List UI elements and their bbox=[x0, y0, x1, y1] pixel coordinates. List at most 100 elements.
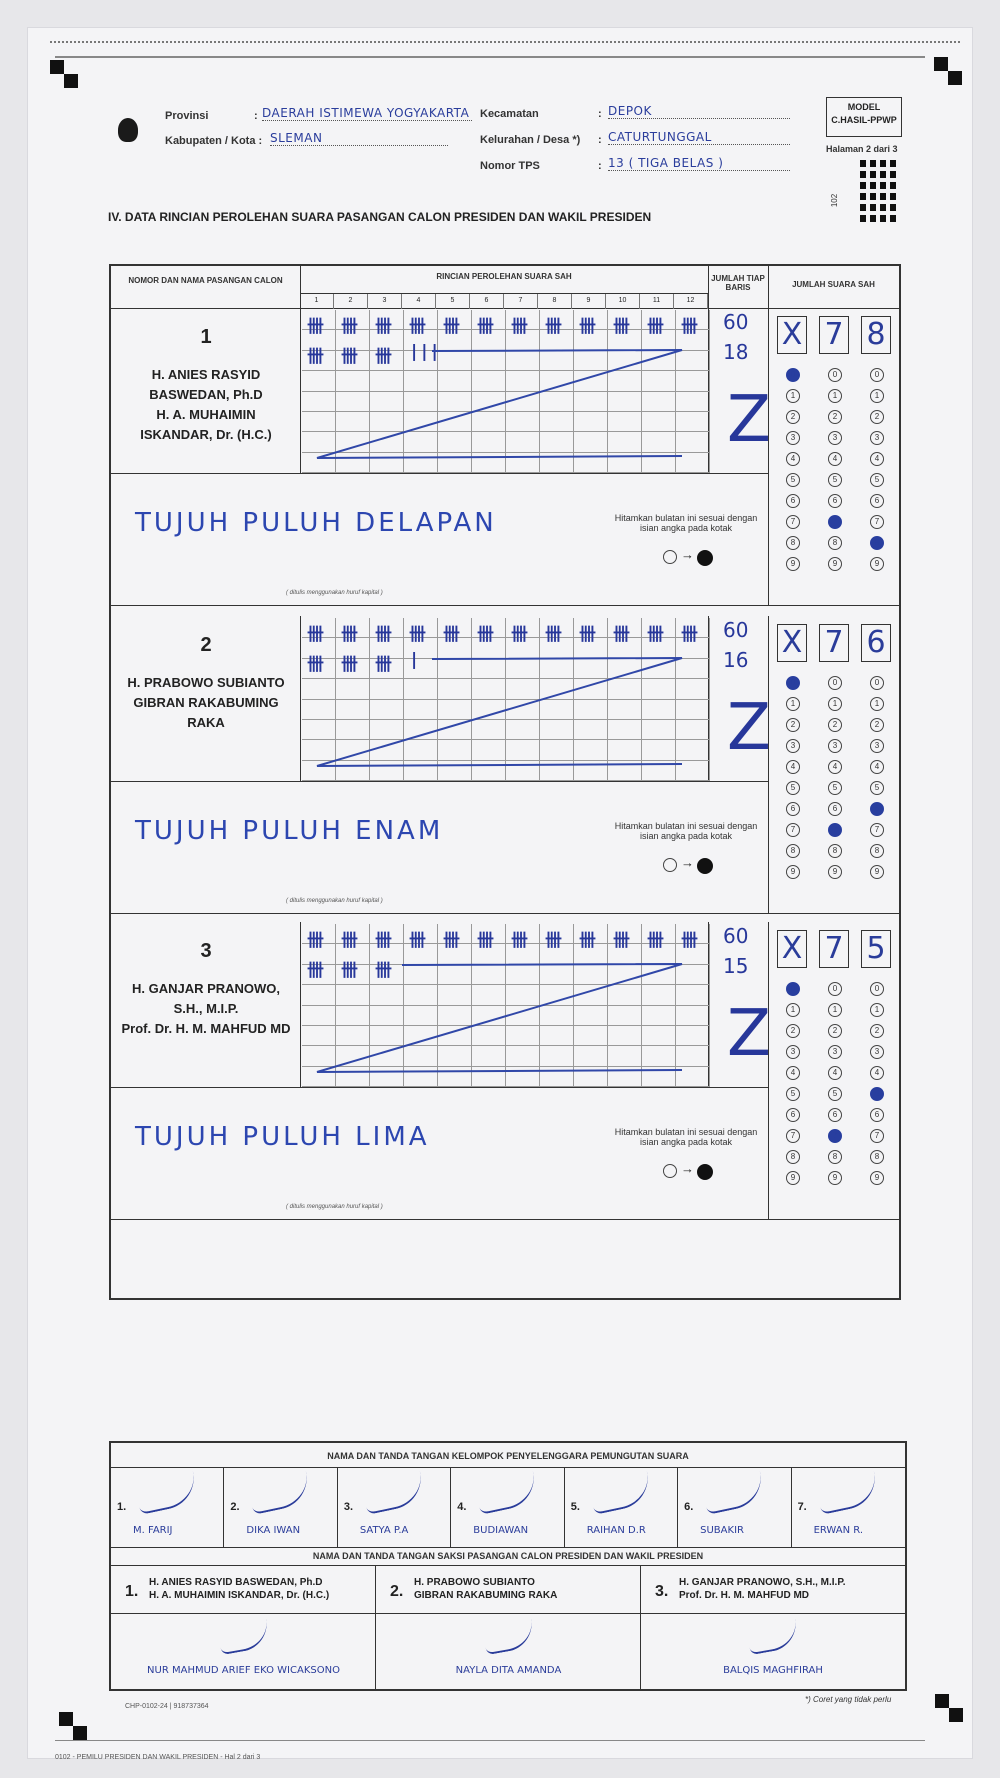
digit-bubble-filled[interactable]: 7 bbox=[828, 1129, 842, 1143]
digit-bubble[interactable]: 7 bbox=[870, 823, 884, 837]
tally-mark: 卌 bbox=[647, 625, 664, 645]
digit-bubble[interactable]: 3 bbox=[786, 1045, 800, 1059]
digit-bubble[interactable]: 8 bbox=[828, 844, 842, 858]
digit-bubble[interactable]: 1 bbox=[870, 697, 884, 711]
digit-bubble[interactable]: 1 bbox=[870, 389, 884, 403]
digit-bubble[interactable]: 2 bbox=[786, 1024, 800, 1038]
digit-bubble[interactable]: 8 bbox=[786, 536, 800, 550]
digit-bubble[interactable]: 5 bbox=[828, 473, 842, 487]
digit-bubble[interactable]: 8 bbox=[786, 1150, 800, 1164]
digit-bubble[interactable]: 5 bbox=[870, 781, 884, 795]
digit-bubble[interactable]: 7 bbox=[786, 823, 800, 837]
digit-bubble[interactable]: 0 bbox=[870, 676, 884, 690]
digit-bubble[interactable]: 8 bbox=[828, 536, 842, 550]
corner-marker-bottom-right bbox=[935, 1694, 963, 1722]
digit-bubble[interactable]: 3 bbox=[828, 1045, 842, 1059]
digit-bubble[interactable]: 1 bbox=[828, 1003, 842, 1017]
digit-bubble[interactable]: 9 bbox=[870, 1171, 884, 1185]
digit-bubble[interactable]: 8 bbox=[828, 1150, 842, 1164]
digit-bubble[interactable]: 3 bbox=[870, 739, 884, 753]
digit-bubble-filled[interactable]: 0 bbox=[786, 982, 800, 996]
digit-bubble[interactable]: 3 bbox=[870, 431, 884, 445]
example-filled-bubble bbox=[697, 1164, 713, 1180]
digit-bubble[interactable]: 1 bbox=[786, 1003, 800, 1017]
digit-bubble[interactable]: 9 bbox=[828, 557, 842, 571]
digit-bubble[interactable]: 9 bbox=[828, 1171, 842, 1185]
digit-bubble[interactable]: 6 bbox=[786, 802, 800, 816]
digit-bubble[interactable]: 4 bbox=[870, 452, 884, 466]
digit-bubble[interactable]: 2 bbox=[870, 718, 884, 732]
digit-bubble-filled[interactable]: 7 bbox=[828, 515, 842, 529]
digit-bubble[interactable]: 0 bbox=[828, 368, 842, 382]
digit-bubble[interactable]: 7 bbox=[786, 515, 800, 529]
digit-bubble[interactable]: 5 bbox=[828, 781, 842, 795]
digit-bubble[interactable]: 1 bbox=[786, 389, 800, 403]
digit-bubble[interactable]: 7 bbox=[870, 515, 884, 529]
digit-bubble[interactable]: 2 bbox=[786, 718, 800, 732]
digit-bubble[interactable]: 2 bbox=[870, 1024, 884, 1038]
digit-bubble[interactable]: 9 bbox=[870, 557, 884, 571]
digit-bubble[interactable]: 1 bbox=[870, 1003, 884, 1017]
digit-bubble[interactable]: 4 bbox=[786, 760, 800, 774]
digit-bubble[interactable]: 2 bbox=[786, 410, 800, 424]
digit-bubble[interactable]: 6 bbox=[786, 494, 800, 508]
digit-bubble[interactable]: 0 bbox=[828, 676, 842, 690]
digit-bubble[interactable]: 3 bbox=[786, 739, 800, 753]
digit-bubble[interactable]: 9 bbox=[870, 865, 884, 879]
digit-bubble[interactable]: 7 bbox=[786, 1129, 800, 1143]
digit-bubble[interactable]: 5 bbox=[786, 781, 800, 795]
digit-bubble[interactable]: 8 bbox=[786, 844, 800, 858]
digit-bubble-filled[interactable]: 0 bbox=[786, 676, 800, 690]
corner-marker-top-right bbox=[934, 57, 962, 85]
digit-bubble[interactable]: 1 bbox=[828, 389, 842, 403]
digit-bubble[interactable]: 2 bbox=[828, 1024, 842, 1038]
digit-bubble[interactable]: 5 bbox=[786, 1087, 800, 1101]
digit-bubble[interactable]: 3 bbox=[828, 739, 842, 753]
digit-bubble[interactable]: 4 bbox=[786, 1066, 800, 1080]
digit-bubble[interactable]: 4 bbox=[828, 452, 842, 466]
digit-bubble-filled[interactable]: 6 bbox=[870, 802, 884, 816]
digit-bubble[interactable]: 2 bbox=[870, 410, 884, 424]
capital-caption: ( ditulis menggunakan huruf kapital ) bbox=[286, 1204, 383, 1210]
digit-bubble[interactable]: 5 bbox=[786, 473, 800, 487]
digit-bubble[interactable]: 4 bbox=[870, 1066, 884, 1080]
digit-bubble-filled[interactable]: 5 bbox=[870, 1087, 884, 1101]
candidate-number: 2 bbox=[200, 634, 212, 656]
digit-bubble[interactable]: 0 bbox=[828, 982, 842, 996]
digit-bubble[interactable]: 6 bbox=[828, 494, 842, 508]
digit-bubble[interactable]: 5 bbox=[870, 473, 884, 487]
digit-bubble[interactable]: 7 bbox=[870, 1129, 884, 1143]
kpps-number: 6. bbox=[684, 1501, 694, 1513]
digit-bubble[interactable]: 8 bbox=[870, 844, 884, 858]
digit-bubble[interactable]: 0 bbox=[870, 982, 884, 996]
total-digit-box: X bbox=[777, 624, 807, 662]
digit-bubble[interactable]: 6 bbox=[786, 1108, 800, 1122]
digit-bubble[interactable]: 3 bbox=[786, 431, 800, 445]
digit-bubble[interactable]: 9 bbox=[786, 1171, 800, 1185]
digit-bubble[interactable]: 1 bbox=[786, 697, 800, 711]
digit-bubble[interactable]: 0 bbox=[870, 368, 884, 382]
digit-bubble[interactable]: 5 bbox=[828, 1087, 842, 1101]
digit-bubble[interactable]: 3 bbox=[828, 431, 842, 445]
digit-bubble[interactable]: 2 bbox=[828, 718, 842, 732]
candidate-name-line: H. ANIES RASYID bbox=[151, 367, 261, 382]
digit-bubble[interactable]: 6 bbox=[828, 1108, 842, 1122]
digit-bubble[interactable]: 6 bbox=[870, 494, 884, 508]
digit-bubble[interactable]: 4 bbox=[786, 452, 800, 466]
digit-bubble[interactable]: 6 bbox=[870, 1108, 884, 1122]
digit-bubble[interactable]: 9 bbox=[786, 557, 800, 571]
digit-bubble[interactable]: 9 bbox=[828, 865, 842, 879]
digit-bubble[interactable]: 4 bbox=[828, 1066, 842, 1080]
digit-bubble[interactable]: 3 bbox=[870, 1045, 884, 1059]
digit-bubble[interactable]: 4 bbox=[828, 760, 842, 774]
digit-bubble[interactable]: 2 bbox=[828, 410, 842, 424]
model-box: MODEL C.HASIL-PPWP bbox=[826, 97, 902, 137]
digit-bubble[interactable]: 9 bbox=[786, 865, 800, 879]
digit-bubble[interactable]: 8 bbox=[870, 1150, 884, 1164]
digit-bubble-filled[interactable]: 7 bbox=[828, 823, 842, 837]
digit-bubble[interactable]: 4 bbox=[870, 760, 884, 774]
digit-bubble[interactable]: 1 bbox=[828, 697, 842, 711]
digit-bubble[interactable]: 6 bbox=[828, 802, 842, 816]
digit-bubble-filled[interactable]: 8 bbox=[870, 536, 884, 550]
digit-bubble-filled[interactable]: 0 bbox=[786, 368, 800, 382]
